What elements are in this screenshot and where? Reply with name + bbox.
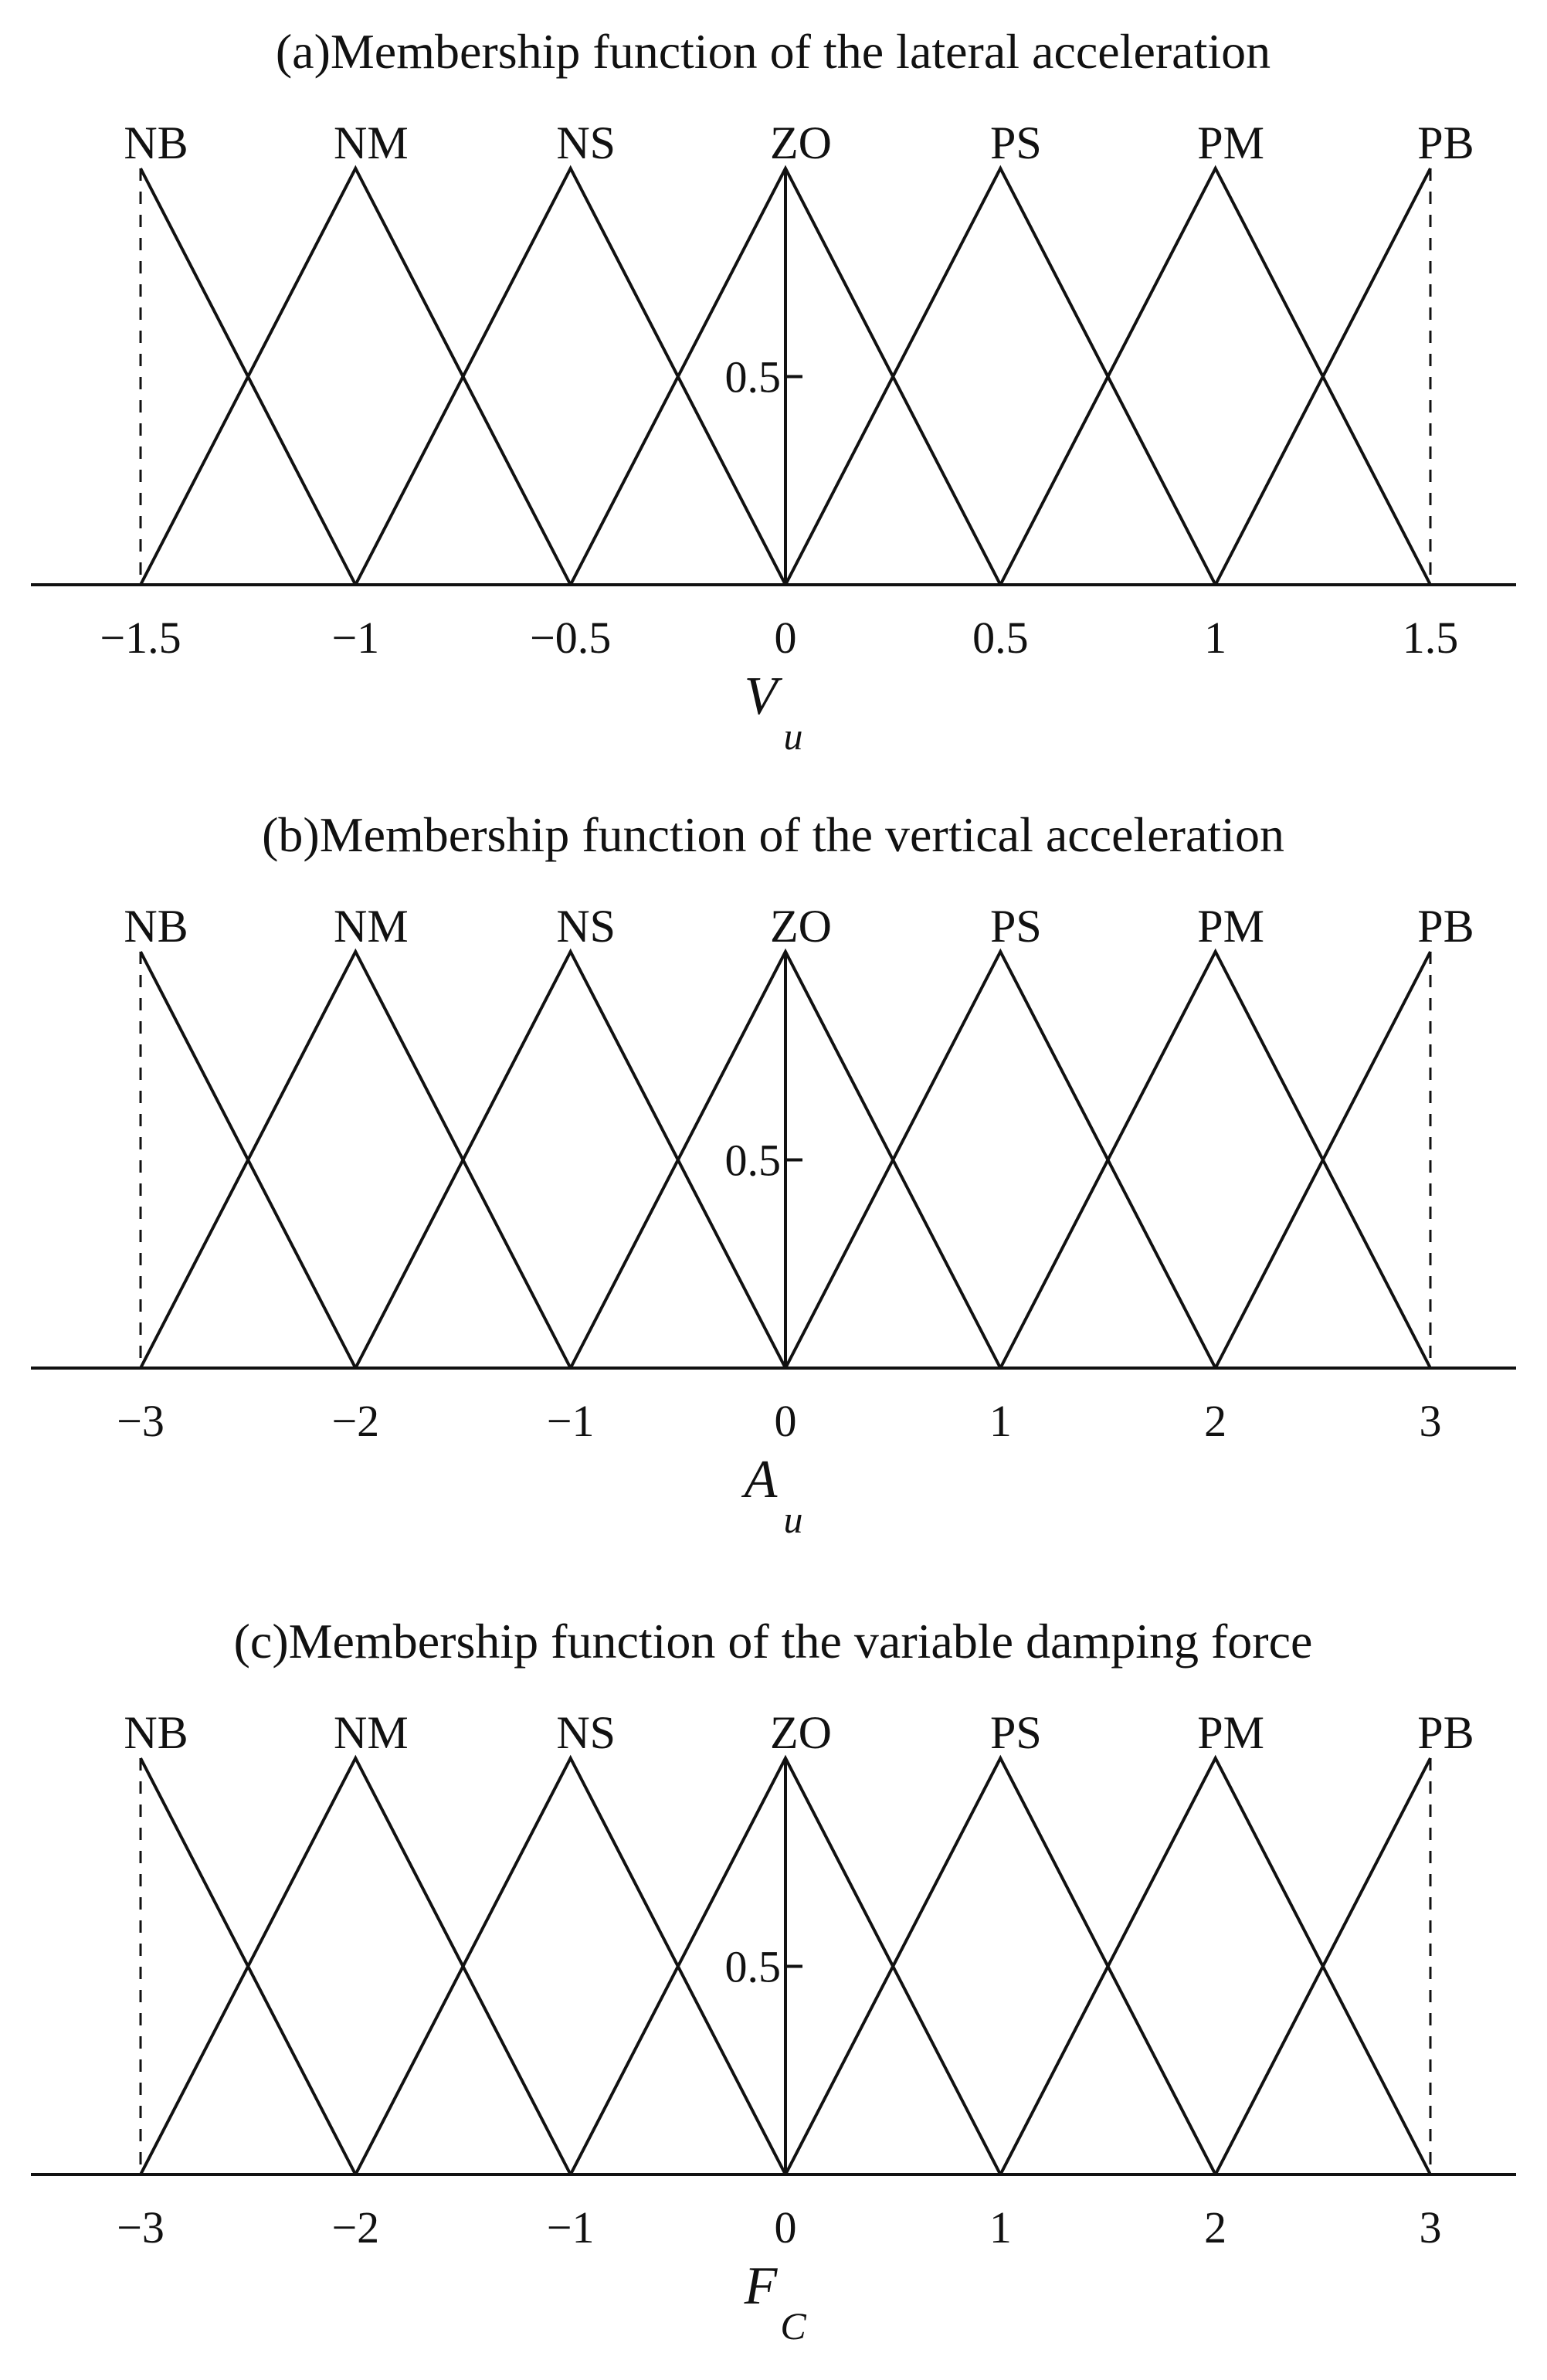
chart-panel-2: (c)Membership function of the variable d… xyxy=(31,1614,1516,2348)
membership-label-zo: ZO xyxy=(770,1707,832,1758)
membership-label-pb: PB xyxy=(1417,117,1474,168)
chart-title: (a)Membership function of the lateral ac… xyxy=(276,24,1271,79)
y-tick-label: 0.5 xyxy=(725,352,782,402)
x-tick-label: 2 xyxy=(1204,1396,1226,1446)
x-tick-label: 1 xyxy=(989,2202,1012,2253)
x-tick-label: −1 xyxy=(331,613,379,663)
membership-line-ns xyxy=(354,948,787,1369)
membership-label-pm: PM xyxy=(1197,117,1264,168)
x-axis-label-subscript: u xyxy=(784,1498,803,1541)
membership-label-ps: PS xyxy=(990,1707,1042,1758)
membership-label-zo: ZO xyxy=(770,901,832,952)
membership-label-ns: NS xyxy=(556,901,616,952)
membership-line-ps xyxy=(784,1754,1217,2175)
membership-line-pb xyxy=(1213,951,1432,1369)
membership-label-nm: NM xyxy=(334,1707,409,1758)
x-tick-label: 0 xyxy=(775,2202,797,2253)
membership-label-ps: PS xyxy=(990,117,1042,168)
membership-label-nb: NB xyxy=(124,117,188,168)
chart-title: (b)Membership function of the vertical a… xyxy=(262,807,1284,862)
membership-label-nb: NB xyxy=(124,1707,188,1758)
membership-line-nm xyxy=(139,165,572,586)
y-tick-label: 0.5 xyxy=(725,1136,782,1186)
membership-line-pm xyxy=(999,1754,1432,2175)
membership-line-pm xyxy=(999,948,1432,1369)
x-tick-label: −2 xyxy=(331,1396,379,1446)
x-tick-label: 2 xyxy=(1204,2202,1226,2253)
membership-label-nm: NM xyxy=(334,117,409,168)
membership-label-pb: PB xyxy=(1417,1707,1474,1758)
membership-line-zo xyxy=(568,1754,1002,2175)
x-axis-label-subscript: u xyxy=(784,715,803,758)
x-tick-label: 0.5 xyxy=(972,613,1029,663)
x-tick-label: 1 xyxy=(1204,613,1226,663)
x-axis-label: F xyxy=(744,2256,779,2316)
y-tick-label: 0.5 xyxy=(725,1942,782,1992)
membership-line-zo xyxy=(568,165,1002,586)
x-tick-label: 0 xyxy=(775,1396,797,1446)
x-tick-label: −1.5 xyxy=(100,613,181,663)
membership-label-ns: NS xyxy=(556,1707,616,1758)
membership-label-ns: NS xyxy=(556,117,616,168)
x-tick-label: −1 xyxy=(547,1396,595,1446)
membership-line-ps xyxy=(784,165,1217,586)
membership-label-zo: ZO xyxy=(770,117,832,168)
x-tick-label: 1 xyxy=(989,1396,1012,1446)
chart-panel-1: (b)Membership function of the vertical a… xyxy=(31,807,1516,1541)
membership-line-ns xyxy=(354,165,787,586)
membership-label-nb: NB xyxy=(124,901,188,952)
x-axis-label-subscript: C xyxy=(780,2304,806,2348)
x-tick-label: −1 xyxy=(547,2202,595,2253)
membership-line-pb xyxy=(1213,168,1432,586)
membership-line-nm xyxy=(139,1754,572,2175)
membership-line-zo xyxy=(568,948,1002,1369)
membership-line-pm xyxy=(999,165,1432,586)
membership-label-pm: PM xyxy=(1197,1707,1264,1758)
x-axis-label: V xyxy=(745,667,783,726)
x-tick-label: 3 xyxy=(1420,2202,1442,2253)
membership-label-pb: PB xyxy=(1417,901,1474,952)
chart-title: (c)Membership function of the variable d… xyxy=(234,1614,1313,1669)
membership-line-ps xyxy=(784,948,1217,1369)
x-tick-label: −3 xyxy=(117,1396,165,1446)
x-tick-label: −0.5 xyxy=(530,613,611,663)
chart-panel-0: (a)Membership function of the lateral ac… xyxy=(31,24,1516,758)
membership-line-ns xyxy=(354,1754,787,2175)
x-tick-label: 0 xyxy=(775,613,797,663)
membership-label-ps: PS xyxy=(990,901,1042,952)
x-tick-label: −2 xyxy=(331,2202,379,2253)
membership-line-pb xyxy=(1213,1757,1432,2175)
x-tick-label: 3 xyxy=(1420,1396,1442,1446)
x-tick-label: −3 xyxy=(117,2202,165,2253)
membership-label-nm: NM xyxy=(334,901,409,952)
x-tick-label: 1.5 xyxy=(1403,613,1459,663)
membership-line-nm xyxy=(139,948,572,1369)
membership-label-pm: PM xyxy=(1197,901,1264,952)
x-axis-label: A xyxy=(741,1450,778,1509)
